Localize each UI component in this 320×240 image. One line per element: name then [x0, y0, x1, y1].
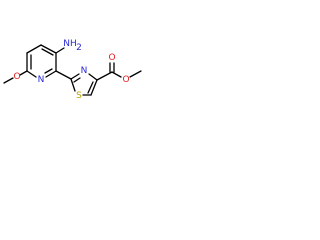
bonds: [3, 44, 142, 96]
bond-o-ch3-ester: [129, 70, 142, 78]
amine-subscript-label: 2: [76, 43, 82, 53]
thiazole-nitrogen-label: N: [81, 66, 88, 76]
bond-c4-carbonyl-c: [96, 71, 113, 81]
bond-c4-c3: [40, 44, 57, 54]
bond-c4-c3-inner: [41, 48, 54, 56]
bond-o-c6: [19, 70, 28, 76]
bond-c2-n1-inner: [44, 68, 53, 74]
thiazole-sulfur-label: S: [76, 91, 82, 101]
bond-c3-nh2: [55, 47, 65, 54]
carbonyl-oxygen-label: O: [108, 53, 115, 63]
bond-tz-n3-c4: [88, 73, 98, 81]
amine-nitrogen-label: NH: [63, 39, 77, 49]
bond-tz-c4-c5-inner: [87, 81, 94, 94]
bond-n1-c6: [26, 70, 37, 78]
bond-tz-c4-c5: [90, 79, 98, 96]
bond-tz-c2-n3: [70, 73, 80, 80]
bond-c2-n1: [45, 70, 57, 78]
methoxy-oxygen-label: O: [13, 72, 20, 82]
bond-tz-s1-c2: [70, 78, 76, 92]
bond-ch3-o-methoxy: [3, 77, 14, 84]
molecule-structure: NH 2 O N N S O O: [3, 39, 142, 101]
bond-pyridine-thiazole: [55, 70, 72, 80]
ester-oxygen-label: O: [122, 75, 129, 85]
bond-carbonyl-c-o: [111, 71, 122, 78]
bond-tz-c2-n3-inner: [73, 77, 81, 83]
pyridine-nitrogen-label: N: [38, 75, 45, 85]
bond-c5-c4: [26, 44, 42, 54]
atom-labels: NH 2 O N N S O O: [13, 39, 129, 101]
